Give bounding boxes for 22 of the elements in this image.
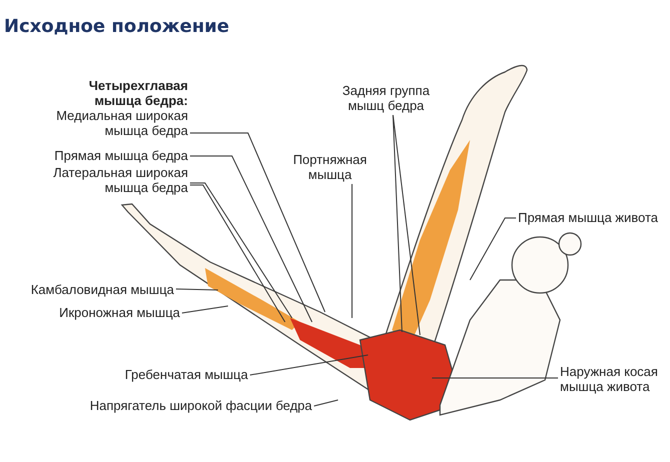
leader-line xyxy=(392,114,420,336)
muscle-label: Напрягатель широкой фасции бедра xyxy=(20,398,312,413)
title: Исходное положение xyxy=(4,16,230,37)
muscle-label: Медиальная широкая мышца бедра xyxy=(10,108,188,138)
leader-line xyxy=(190,132,326,312)
muscle-label: Икроножная мышца xyxy=(10,305,180,320)
leader-line xyxy=(176,288,218,290)
muscle-label: Прямая мышца живота xyxy=(518,210,670,225)
leader-line xyxy=(182,306,228,314)
leader-line xyxy=(470,218,516,280)
muscle-label: Портняжная мышца xyxy=(285,152,375,182)
muscle-label: Латеральная широкая мышца бедра xyxy=(10,165,188,195)
muscle-label: Гребенчатая мышца xyxy=(60,367,248,382)
muscle-label: Задняя группа мышц бедра xyxy=(336,83,436,113)
muscle-label: Прямая мышца бедра xyxy=(10,148,188,163)
leader-line xyxy=(190,156,312,322)
group-heading: Четырехглавая мышца бедра: xyxy=(88,78,188,108)
leader-line xyxy=(392,114,402,332)
muscle-label: Камбаловидная мышца xyxy=(0,282,174,297)
leader-line xyxy=(314,400,338,406)
muscle-label: Наружная косая мышца живота xyxy=(560,364,670,394)
leader-line xyxy=(250,354,368,376)
